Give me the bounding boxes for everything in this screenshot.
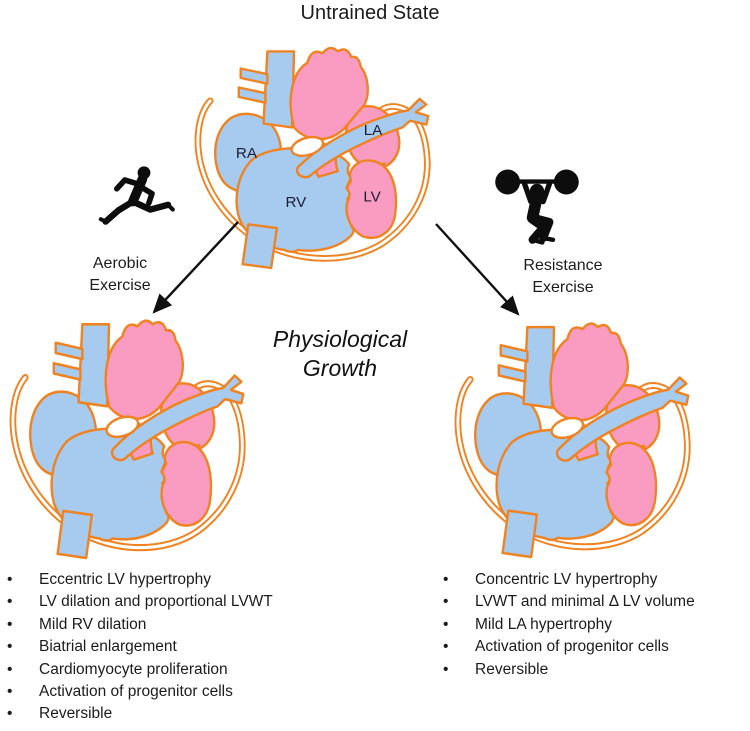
resistance-effects-list: Concentric LV hypertrophy LVWT and minim… — [442, 569, 747, 681]
resistance-heart-diagram — [455, 315, 693, 557]
lv-label: LV — [363, 189, 381, 206]
runner-icon — [98, 166, 175, 225]
list-item: Concentric LV hypertrophy — [442, 569, 747, 592]
aerobic-effects-list: Eccentric LV hypertrophy LV dilation and… — [6, 569, 381, 726]
right-arrow — [435, 223, 520, 316]
resistance-line1: Resistance — [523, 257, 603, 274]
list-item: Cardiomyocyte proliferation — [6, 659, 381, 682]
ra-label: RA — [236, 145, 258, 162]
list-item: Reversible — [6, 703, 381, 726]
list-item: Mild LA hypertrophy — [442, 614, 747, 637]
resistance-line2: Exercise — [532, 279, 594, 296]
aerobic-heart-diagram — [10, 312, 248, 558]
la-label: LA — [364, 122, 383, 139]
list-item: Activation of progenitor cells — [6, 681, 381, 704]
list-item: Activation of progenitor cells — [442, 636, 747, 659]
aerobic-line2: Exercise — [89, 277, 151, 294]
aerobic-line1: Aerobic — [92, 255, 148, 272]
heart-cross-section — [458, 324, 688, 557]
physio-line2: Growth — [302, 355, 378, 381]
list-item: LVWT and minimal Δ LV volume — [442, 591, 747, 614]
list-item: Biatrial enlargement — [6, 636, 381, 659]
heart-cross-section — [13, 321, 243, 558]
physiological-growth-label: Physiological Growth — [248, 325, 432, 383]
list-item: Reversible — [442, 659, 747, 682]
rv-label: RV — [285, 194, 307, 211]
left-arrow — [152, 221, 239, 314]
list-item: Mild RV dilation — [6, 614, 381, 637]
physio-line1: Physiological — [272, 326, 408, 352]
untrained-state-title: Untrained State — [300, 2, 440, 24]
weightlifter-icon — [495, 169, 579, 245]
untrained-heart-diagram: RA RV LA LV — [195, 40, 433, 268]
resistance-exercise-label: Resistance Exercise — [497, 255, 629, 299]
list-item: LV dilation and proportional LVWT — [6, 591, 381, 614]
aerobic-exercise-label: Aerobic Exercise — [55, 253, 185, 297]
list-item: Eccentric LV hypertrophy — [6, 569, 381, 592]
